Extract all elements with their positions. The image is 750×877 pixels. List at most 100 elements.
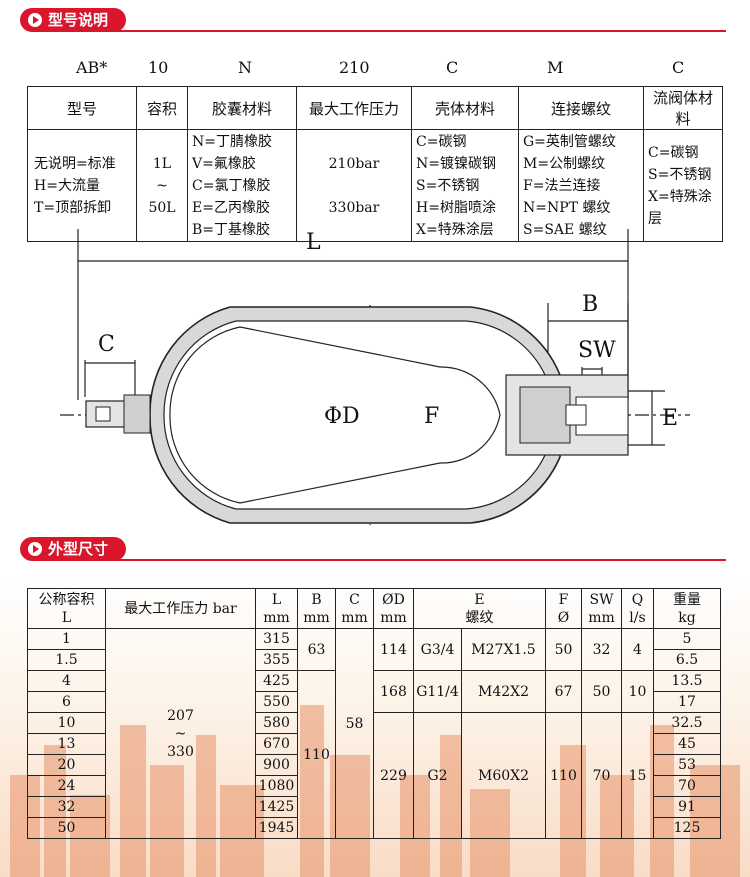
cell: 330bar <box>328 199 380 216</box>
table-cell: G3/4 <box>413 628 462 671</box>
table-cell: 50 <box>27 817 106 839</box>
cell-text: 螺纹 <box>465 609 494 626</box>
table-cell: 1 <box>27 628 106 650</box>
label-f: F <box>424 404 439 429</box>
col-bladder: N=丁腈橡胶 V=氟橡胶 C=氯丁橡胶 E=乙丙橡胶 B=丁基橡胶 <box>187 129 297 242</box>
col-volume: 1L ~ 50L <box>136 129 188 242</box>
label-e: E <box>662 406 678 431</box>
table-cell: 32.5 <box>653 712 721 734</box>
th-volume: 容积 <box>136 86 188 130</box>
th-model: 型号 <box>27 86 137 130</box>
valve-nut <box>123 394 151 434</box>
table-cell: 110 <box>545 712 582 839</box>
table-row: 13 670 45 <box>27 733 721 755</box>
section-title: 型号说明 <box>48 11 109 29</box>
code-bladder: N <box>238 58 252 77</box>
cell-text: L <box>61 609 72 626</box>
section-pill: 型号说明 <box>20 8 127 32</box>
table-cell: 13 <box>27 733 106 755</box>
col-shell: C=碳钢 N=镀镍碳钢 S=不锈钢 H=树脂喷涂 X=特殊涂层 <box>411 129 519 242</box>
cell-text: 207 <box>167 707 194 724</box>
cell: X=特殊涂层 <box>648 188 712 227</box>
cell-text: ØD <box>382 591 405 608</box>
table-cell: 6 <box>27 691 106 713</box>
cell: 210bar <box>328 155 380 172</box>
cell: C=碳钢 <box>648 144 699 161</box>
cell: S=不锈钢 <box>648 166 712 183</box>
code-thread: M <box>547 58 564 77</box>
cell-text: mm <box>341 609 368 626</box>
cell-text: Ø <box>557 609 570 626</box>
th-thread: 连接螺纹 <box>518 86 644 130</box>
play-icon <box>28 13 42 27</box>
table-row: 10 580 58 229 G2 M60X2 110 70 15 32.5 <box>27 712 721 839</box>
valve-core <box>95 406 111 422</box>
cell: ~ <box>156 177 168 194</box>
table-row: 1 207~330 315 63 114 G3/4 M27X1.5 50 32 … <box>27 628 721 839</box>
cell: V=氟橡胶 <box>192 155 256 172</box>
model-code-line: AB* 10 N 210 C M C <box>0 58 750 82</box>
label-sw: SW <box>578 338 616 363</box>
cell-text: Q <box>631 591 644 608</box>
table-cell: 168 <box>373 670 414 713</box>
cell: N=NPT 螺纹 <box>523 199 611 216</box>
table-cell: 4 <box>621 628 654 671</box>
cell: N=镀镍碳钢 <box>416 155 496 172</box>
model-table-header: 型号 容积 胶囊材料 最大工作压力 壳体材料 连接螺纹 流阀体材料 <box>27 86 723 130</box>
th-pressure: 最大工作压力 <box>296 86 412 130</box>
cell-text: l/s <box>629 609 646 626</box>
table-cell: 229 <box>373 712 414 839</box>
th-pressure: 最大工作压力 bar <box>105 588 256 629</box>
hex-nut <box>565 404 587 426</box>
section-header-dimensions: 外型尺寸 <box>0 535 750 565</box>
table-cell: 67 <box>545 670 582 713</box>
table-cell: 355 <box>255 649 298 671</box>
pressure-cell: 207~330 <box>105 628 256 839</box>
th-valve: 流阀体材料 <box>643 86 723 130</box>
play-icon <box>28 542 42 556</box>
cell: F=法兰连接 <box>523 177 601 194</box>
col-thread: G=英制管螺纹 M=公制螺纹 F=法兰连接 N=NPT 螺纹 S=SAE 螺纹 <box>518 129 644 242</box>
cell: G=英制管螺纹 <box>523 133 616 150</box>
header-rule <box>40 559 726 561</box>
table-row: 4 425 110 168 G11/4 M42X2 67 50 10 13.5 <box>27 670 721 839</box>
table-row: 20 900 53 <box>27 754 721 776</box>
table-cell: 45 <box>653 733 721 755</box>
table-cell: 1945 <box>255 817 298 839</box>
table-cell: 53 <box>653 754 721 776</box>
cell: H=树脂喷涂 <box>416 199 496 216</box>
table-cell: 5 <box>653 628 721 650</box>
table-cell: 110 <box>297 670 336 839</box>
table-cell: 63 <box>297 628 336 671</box>
cell: N=丁腈橡胶 <box>192 133 272 150</box>
cell-text: kg <box>678 609 696 626</box>
col-valve: C=碳钢 S=不锈钢 X=特殊涂层 <box>643 129 723 242</box>
header-rule <box>40 30 726 32</box>
cell-text: 58 <box>345 716 364 733</box>
cell-text: mm <box>588 609 615 626</box>
cell-text: 重量 <box>673 591 701 608</box>
table-cell: M60X2 <box>461 712 546 839</box>
table-cell: G2 <box>413 712 462 839</box>
th-shell: 壳体材料 <box>411 86 519 130</box>
cell: E=乙丙橡胶 <box>192 199 270 216</box>
section-pill: 外型尺寸 <box>20 537 127 561</box>
code-valve: C <box>672 58 685 77</box>
cell-text: L <box>271 591 282 608</box>
table-cell: G11/4 <box>413 670 462 713</box>
cell-text: 公称容积 <box>38 591 95 608</box>
cell-text: SW <box>589 591 614 608</box>
diagram-group: L B C SW ΦD F E <box>98 230 678 431</box>
table-row: 6 550 17 <box>27 691 721 713</box>
cell-text: mm <box>303 609 330 626</box>
cell: C=碳钢 <box>416 133 467 150</box>
cell-text: F <box>558 591 569 608</box>
